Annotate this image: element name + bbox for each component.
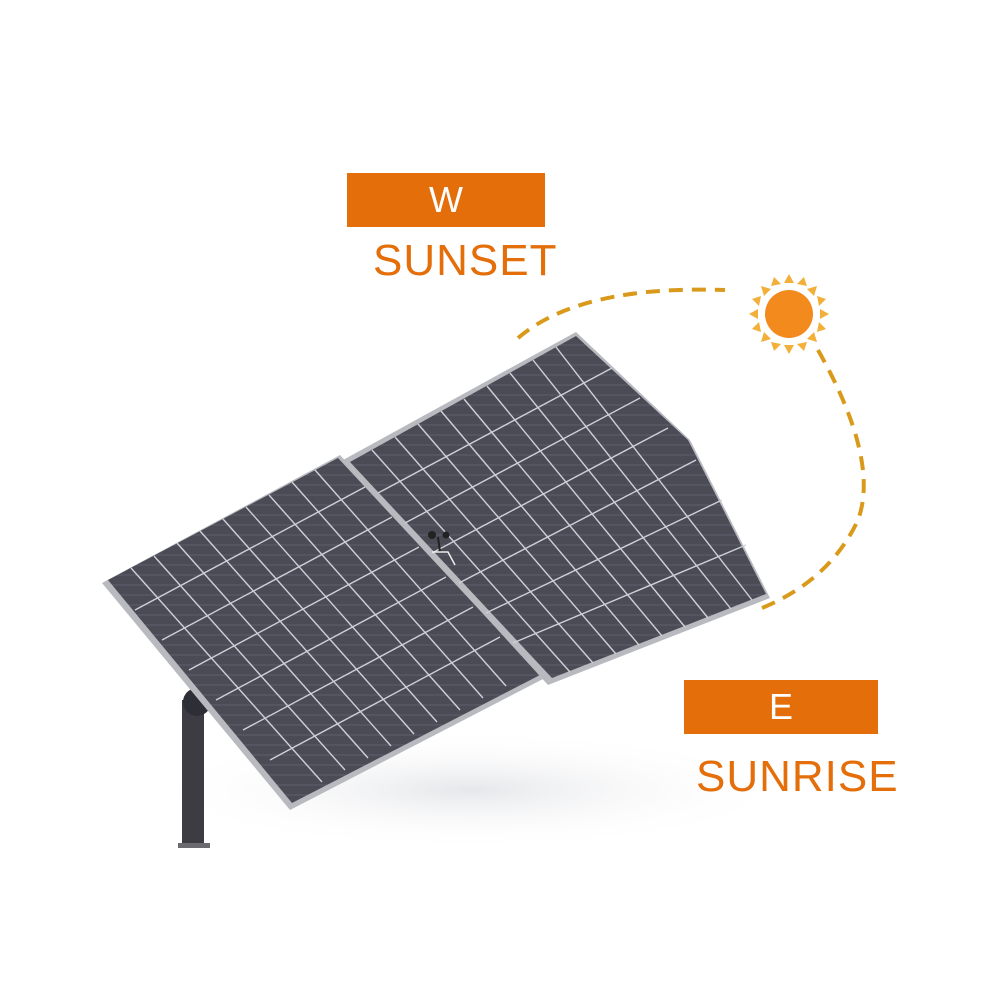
solar-panel-left bbox=[102, 455, 545, 810]
solar-panel-right bbox=[343, 332, 770, 685]
sensor-mount bbox=[428, 531, 456, 566]
east-direction-letter: E bbox=[768, 686, 793, 727]
sun-icon bbox=[749, 274, 829, 354]
west-direction-badge: W bbox=[347, 173, 545, 227]
sun-path-arc bbox=[516, 287, 726, 340]
sun-path-arc-lower bbox=[761, 349, 866, 610]
west-direction-letter: W bbox=[429, 179, 463, 220]
sunrise-caption: SUNRISE bbox=[696, 752, 899, 801]
sunset-caption: SUNSET bbox=[373, 236, 558, 285]
east-direction-badge: E bbox=[684, 680, 878, 734]
